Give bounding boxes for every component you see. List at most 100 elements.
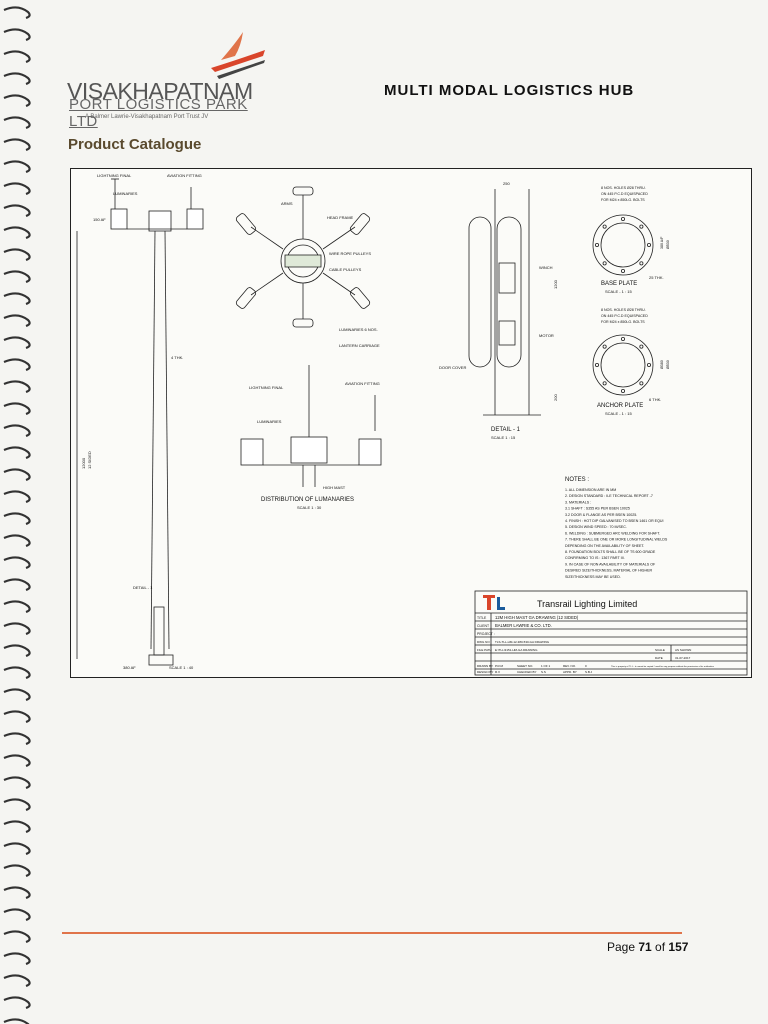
bolt-hole (595, 243, 600, 248)
binding-coil (3, 490, 31, 504)
note-line: 8. FOUNDATION BOLTS SHALL BE OF TS 600 G… (565, 550, 656, 554)
bp-note1: 8 NOS. HOLES Ø28 THRU. (601, 186, 646, 190)
binding-coil (3, 666, 31, 680)
head-frame-plan: ARMS HEAD FRAME WIRE ROPE PULLEYS CABLE … (235, 186, 380, 348)
label-wire-rope: WIRE ROPE PULLEYS (329, 251, 371, 256)
title-block: Transrail Lighting Limited TITLE 12M HIG… (474, 590, 748, 676)
binding-coil (3, 248, 31, 262)
tb-date-value: 31-07-2017 (675, 656, 691, 660)
bolt-hole (647, 362, 652, 367)
binding-coil (3, 358, 31, 372)
label-high-mast: HIGH MAST (323, 485, 346, 490)
section-title: Product Catalogue (68, 136, 202, 153)
binding-coil (3, 776, 31, 790)
label-200: 200 (553, 394, 558, 401)
tb-checked-label: CHECKED BY (517, 670, 537, 674)
tb-client-label: CLIENT (477, 624, 489, 628)
bolt-hole (602, 344, 607, 349)
tb-scale-label: SCALE (655, 648, 665, 652)
note-line: 7. THERE SHALL BE ONE OR MORE LONGITUDIN… (565, 538, 668, 542)
bolt-hole (602, 261, 607, 266)
note-line: DESIRED SIZE/THICKNESS, MATERIAL OF HIGH… (565, 569, 652, 573)
tb-sheet-value: 1 OF 1 (541, 664, 551, 668)
binding-coil (3, 974, 31, 988)
label-base-af: 380 AF (123, 665, 136, 670)
tb-file-value: E:\TLL\3151-HM-GA DRAWING (495, 648, 538, 652)
tb-dwg-value: TLS-TLL-HM-12-380-530-GA DRAWING (495, 640, 550, 644)
binding-coil (3, 952, 31, 966)
binding-coil (3, 424, 31, 438)
label-door-cover: DOOR COVER (439, 365, 466, 370)
binding-coil (3, 182, 31, 196)
note-line: DEPENDING ON THE AVAILABILITY OF SHEET. (565, 544, 644, 548)
logo-name: VISAKHAPATNAM (67, 78, 253, 104)
binding-coil (3, 138, 31, 152)
tb-dwg-label: DWG NO (477, 640, 490, 644)
binding-coil (3, 754, 31, 768)
label-dist-aviation: AVIATION FITTING (345, 381, 380, 386)
engineering-drawing: LIGHTNING FINAL AVIATION FITTING LUMINAR… (70, 168, 752, 678)
base-plate: 8 NOS. HOLES Ø28 THRU. ON 445 P.C.D EQUI… (592, 186, 670, 294)
label-height: 12000 (81, 457, 86, 469)
tll-logo-icon (483, 595, 495, 610)
note-line: CONFIRMING TO IS : 1367 PART III. (565, 556, 625, 560)
label-dist-luminaries: LUMINARIES (257, 419, 282, 424)
note-line: 3.2 DOOR & FLANGE AS PER BSEN 10025. (565, 513, 637, 517)
bp-dia: Ø530 (666, 240, 670, 249)
mast-elevation: LIGHTNING FINAL AVIATION FITTING LUMINAR… (76, 173, 204, 670)
tb-date-label: DATE (655, 656, 663, 660)
footer-divider (62, 932, 682, 934)
note-line: 9. IN CASE OF NON AVAILABILITY OF MATERI… (565, 562, 656, 566)
detail-title: DETAIL - 1 (491, 427, 521, 433)
binding-coil (3, 28, 31, 42)
binding-coil (3, 688, 31, 702)
bolt-hole (639, 344, 644, 349)
ap-note1: 8 NOS. HOLES Ø28 THRU. (601, 308, 646, 312)
tb-title-label: TITLE (477, 616, 487, 620)
tb-drawn-label: DRAWN BY (477, 664, 493, 668)
bolt-hole (621, 269, 626, 274)
binding-coil (3, 314, 31, 328)
tb-sheet-label: SHEET NO. (517, 664, 533, 668)
detail-scale: SCALE 1 : 15 (491, 435, 516, 440)
bp-note2: ON 445 P.C.D EQUISPACED (601, 192, 648, 196)
binding-coil (3, 864, 31, 878)
tb-design-label: DESIGN BY (477, 670, 493, 674)
document-page: VISAKHAPATNAM PORT LOGISTICS PARK LTD A … (40, 0, 768, 1024)
drawing-canvas: LIGHTNING FINAL AVIATION FITTING LUMINAR… (76, 173, 748, 676)
binding-coil (3, 886, 31, 900)
bp-thk: 25 THK. (649, 275, 664, 280)
binding-coil (3, 446, 31, 460)
bp-title: BASE PLATE (601, 281, 637, 287)
binding-coil (3, 116, 31, 130)
label-lightning-final: LIGHTNING FINAL (97, 173, 132, 178)
binding-coil (3, 292, 31, 306)
note-line: 6. WELDING : SUBMERGED ARC WELDING FOR S… (565, 531, 660, 535)
note-line: 3.1 SHAFT : S355 AS PER BSEN 10025 (565, 507, 630, 511)
binding-coil (3, 930, 31, 944)
tb-appd-label: APPD. BY (563, 670, 577, 674)
tb-drawn-value: P.R.M (495, 664, 503, 668)
binding-coil (3, 798, 31, 812)
note-line: 4. FINISH : HOT DIP GALVANISED TO BSEN 1… (565, 519, 663, 523)
tb-property-note: This is property of T.L.L. it cannot be … (611, 665, 715, 668)
note-line: SIZE/THICKNESS MAY BE USED. (565, 575, 621, 579)
label-luminaries-6: LUMINARIES 6 NOS. (339, 327, 378, 332)
binding-coil (3, 710, 31, 724)
note-line: 5. DESIGN WIND SPEED : 70 M/SEC. (565, 525, 627, 529)
tb-rev-label: REV. NO. (563, 664, 576, 668)
label-detail-ref: DETAIL - 1 (133, 585, 153, 590)
note-line: 2. DESIGN STANDARD : ILE TECHNICAL REPOR… (565, 494, 653, 498)
notes-heading: NOTES : (565, 477, 589, 483)
bolt-hole (647, 243, 652, 248)
distribution-elevation: LIGHTNING FINAL AVIATION FITTING LUMINAR… (240, 365, 382, 510)
binding-coil (3, 468, 31, 482)
binding-coil (3, 908, 31, 922)
bp-note3: FOR M24 x 850LG. BOLTS (601, 198, 645, 202)
label-winch: WINCH (539, 265, 553, 270)
dist-scale: SCALE 1 : 30 (297, 505, 322, 510)
tb-title-value: 12M HIGH MAST GA DRAWING (12 SIDED) (495, 615, 579, 620)
page-number: Page 71 of 157 (607, 940, 689, 954)
tb-client-value: BALMER LAWRIE & CO. LTD. (495, 623, 552, 628)
label-1200: 1200 (553, 279, 558, 289)
